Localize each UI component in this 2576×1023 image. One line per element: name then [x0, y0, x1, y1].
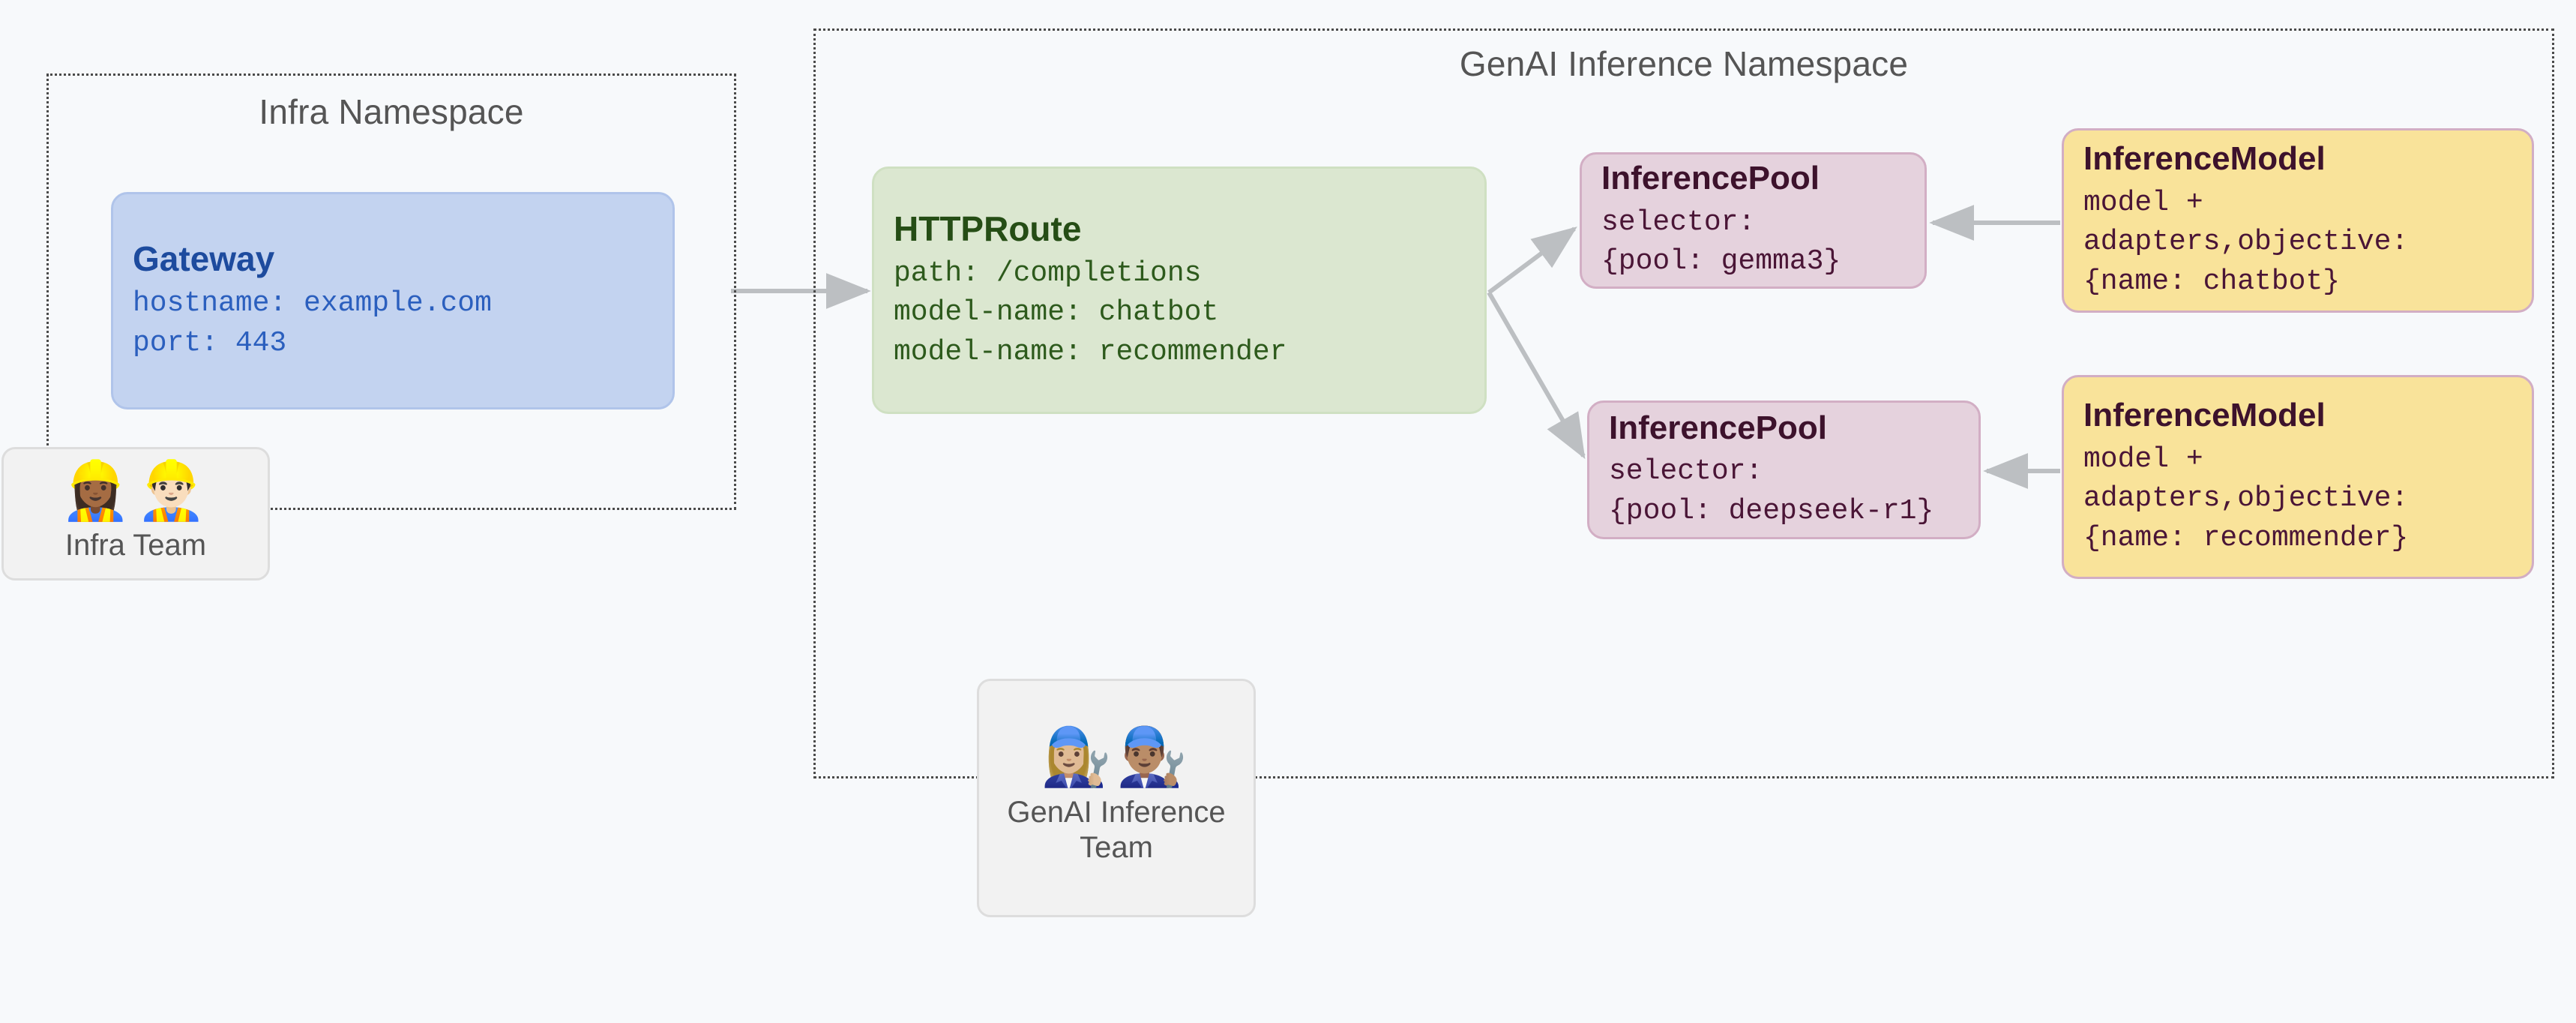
- httproute-node-model-name-recommender: model-name: recommender: [894, 335, 1287, 368]
- inferencemodel-recommender-adapters: adapters,objective:: [2083, 482, 2409, 515]
- inferencemodel-recommender-node[interactable]: InferenceModel model + adapters,objectiv…: [2062, 375, 2534, 579]
- inferencemodel-chatbot-adapters: adapters,objective:: [2083, 226, 2409, 259]
- construction-workers-icon: 👷🏾‍♀️👷🏻‍♂️: [60, 458, 211, 523]
- httproute-node-path: path: /completions: [894, 256, 1202, 290]
- httproute-node[interactable]: HTTPRoute path: /completions model-name:…: [872, 166, 1487, 414]
- inferencepool-deepseek-r1-node[interactable]: InferencePool selector: {pool: deepseek-…: [1587, 400, 1981, 539]
- mechanics-icon: 👩🏼‍🔧👨🏽‍🔧: [1041, 724, 1192, 789]
- gateway-node-title: Gateway: [133, 238, 275, 278]
- infra-team-label: Infra Team: [64, 529, 207, 562]
- inferencemodel-recommender-title: InferenceModel: [2083, 396, 2326, 434]
- infra-namespace-title: Infra Namespace: [259, 92, 524, 131]
- inferencepool-gemma3-title: InferencePool: [1601, 160, 1820, 197]
- httproute-node-model-name-chatbot: model-name: chatbot: [894, 296, 1219, 329]
- gateway-node-hostname: hostname: example.com: [133, 287, 492, 320]
- inferencepool-gemma3-selector-label: selector:: [1601, 206, 1756, 238]
- inferencemodel-recommender-name: {name: recommender}: [2083, 521, 2409, 554]
- inferencemodel-chatbot-name: {name: chatbot}: [2083, 265, 2341, 298]
- inferencepool-gemma3-node[interactable]: InferencePool selector: {pool: gemma3}: [1580, 152, 1927, 289]
- inferencemodel-recommender-model: model +: [2083, 442, 2203, 476]
- inferencepool-deepseek-r1-title: InferencePool: [1609, 409, 1827, 446]
- genai-inference-team-label: GenAI Inference Team: [1007, 795, 1226, 864]
- inferencemodel-chatbot-node[interactable]: InferenceModel model + adapters,objectiv…: [2062, 128, 2534, 313]
- gateway-node[interactable]: Gateway hostname: example.com port: 443: [111, 192, 675, 410]
- inferencepool-deepseek-r1-selector-label: selector:: [1609, 455, 1763, 488]
- inferencemodel-chatbot-title: InferenceModel: [2083, 140, 2326, 177]
- infra-team-card[interactable]: 👷🏾‍♀️👷🏻‍♂️ Infra Team: [1, 447, 270, 580]
- httproute-node-title: HTTPRoute: [894, 208, 1082, 248]
- inferencepool-gemma3-selector-value: {pool: gemma3}: [1601, 245, 1841, 278]
- inferencemodel-chatbot-model: model +: [2083, 186, 2203, 219]
- genai-namespace-boundary: [813, 28, 2554, 778]
- genai-namespace-title: GenAI Inference Namespace: [1459, 44, 1909, 83]
- genai-inference-team-card[interactable]: 👩🏼‍🔧👨🏽‍🔧 GenAI Inference Team: [977, 679, 1256, 917]
- gateway-node-port: port: 443: [133, 326, 287, 359]
- inferencepool-deepseek-r1-selector-value: {pool: deepseek-r1}: [1609, 494, 1934, 527]
- infra-namespace-boundary: [46, 74, 736, 510]
